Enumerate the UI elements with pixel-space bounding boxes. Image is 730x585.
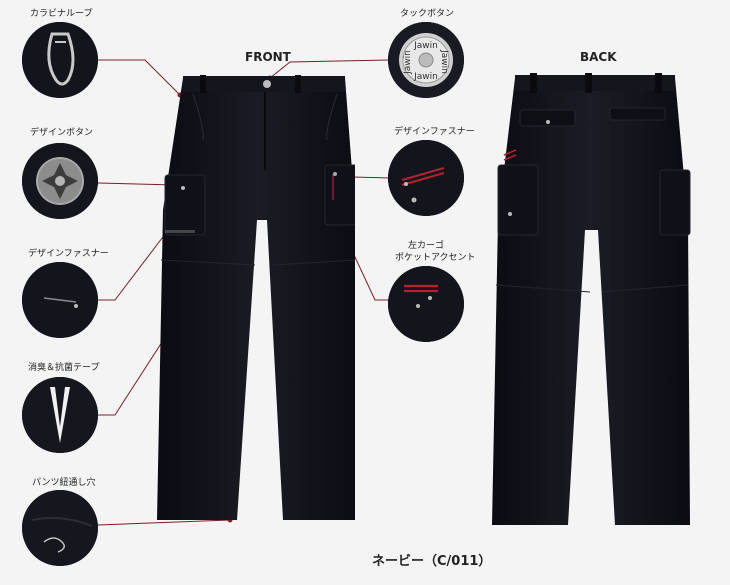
label-design-button: デザインボタン: [30, 128, 94, 138]
leader-cargo: [347, 241, 390, 301]
tape-icon: [22, 377, 98, 453]
label-cargo-accent-1: 左カーゴ: [408, 241, 445, 251]
leader-tack-button: [269, 59, 391, 79]
tack-logo-bottom: Jawin: [413, 72, 438, 82]
label-drawcord-hole: パンツ紐通し穴: [32, 478, 96, 488]
tack-logo-left: Jawin: [403, 50, 413, 75]
back-pants-image: [492, 73, 691, 525]
leader-design-button: [97, 182, 176, 186]
decorative-button-icon: [22, 143, 98, 219]
back-title: BACK: [580, 50, 617, 64]
tack-button-detail: Jawin Jawin Jawin Jawin: [388, 22, 464, 98]
deodorant-tape-detail: [22, 377, 98, 453]
front-pants-image: [157, 75, 355, 520]
design-zipper-back-detail: [388, 140, 464, 216]
label-tack-button: タックボタン: [400, 9, 455, 19]
label-carabiner-loop: カラビナループ: [30, 9, 93, 19]
design-button-detail: [22, 143, 98, 219]
front-title: FRONT: [245, 50, 291, 64]
label-cargo-accent-2: ポケットアクセント: [395, 253, 476, 263]
tack-logo-right: Jawin: [439, 49, 449, 74]
leader-zipper-back: [351, 176, 391, 179]
leader-drawcord: [97, 519, 231, 526]
zipper-accent-icon: [388, 140, 464, 216]
cargo-pocket-accent-detail: [388, 266, 464, 342]
label-design-zipper-back: デザインファスナー: [394, 127, 475, 137]
drawcord-icon: [22, 490, 98, 566]
tack-button-icon: Jawin Jawin Jawin Jawin: [388, 22, 464, 98]
tack-logo-top: Jawin: [413, 41, 438, 51]
drawcord-hole-detail: [22, 490, 98, 566]
leader-carabiner: [90, 59, 181, 96]
label-design-zipper-front: デザインファスナー: [28, 249, 109, 259]
carabiner-icon: [22, 22, 98, 98]
design-zipper-front-detail: [22, 262, 98, 338]
leader-zipper-front: [98, 224, 173, 301]
label-deodorant-tape: 消臭＆抗菌テープ: [28, 363, 100, 373]
zipper-icon: [22, 262, 98, 338]
color-caption: ネービー（C/011）: [372, 554, 492, 569]
carabiner-loop-detail: [22, 22, 98, 98]
cargo-pocket-icon: [388, 266, 464, 342]
